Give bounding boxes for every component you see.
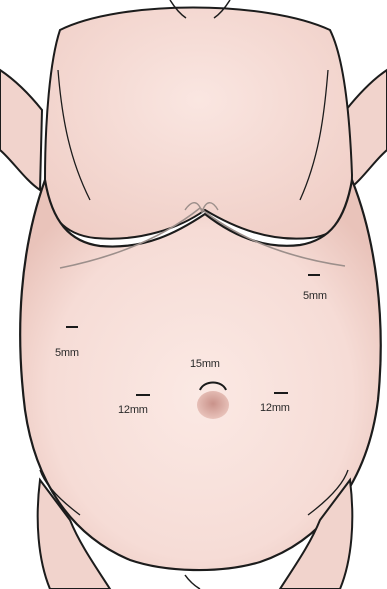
umbilicus xyxy=(197,391,229,419)
port-label-right-upper: 5mm xyxy=(303,290,327,302)
port-mark-right-upper xyxy=(308,274,320,276)
groin-line xyxy=(185,575,200,589)
port-label-left-lateral: 5mm xyxy=(55,347,79,359)
port-label-right-lower: 12mm xyxy=(260,402,290,414)
port-label-umbilical: 15mm xyxy=(190,358,220,370)
port-mark-left-lower xyxy=(136,394,150,396)
port-mark-right-lower xyxy=(274,392,288,394)
left-arm xyxy=(0,70,42,190)
port-label-left-lower: 12mm xyxy=(118,404,148,416)
port-mark-left-lateral xyxy=(66,326,78,328)
